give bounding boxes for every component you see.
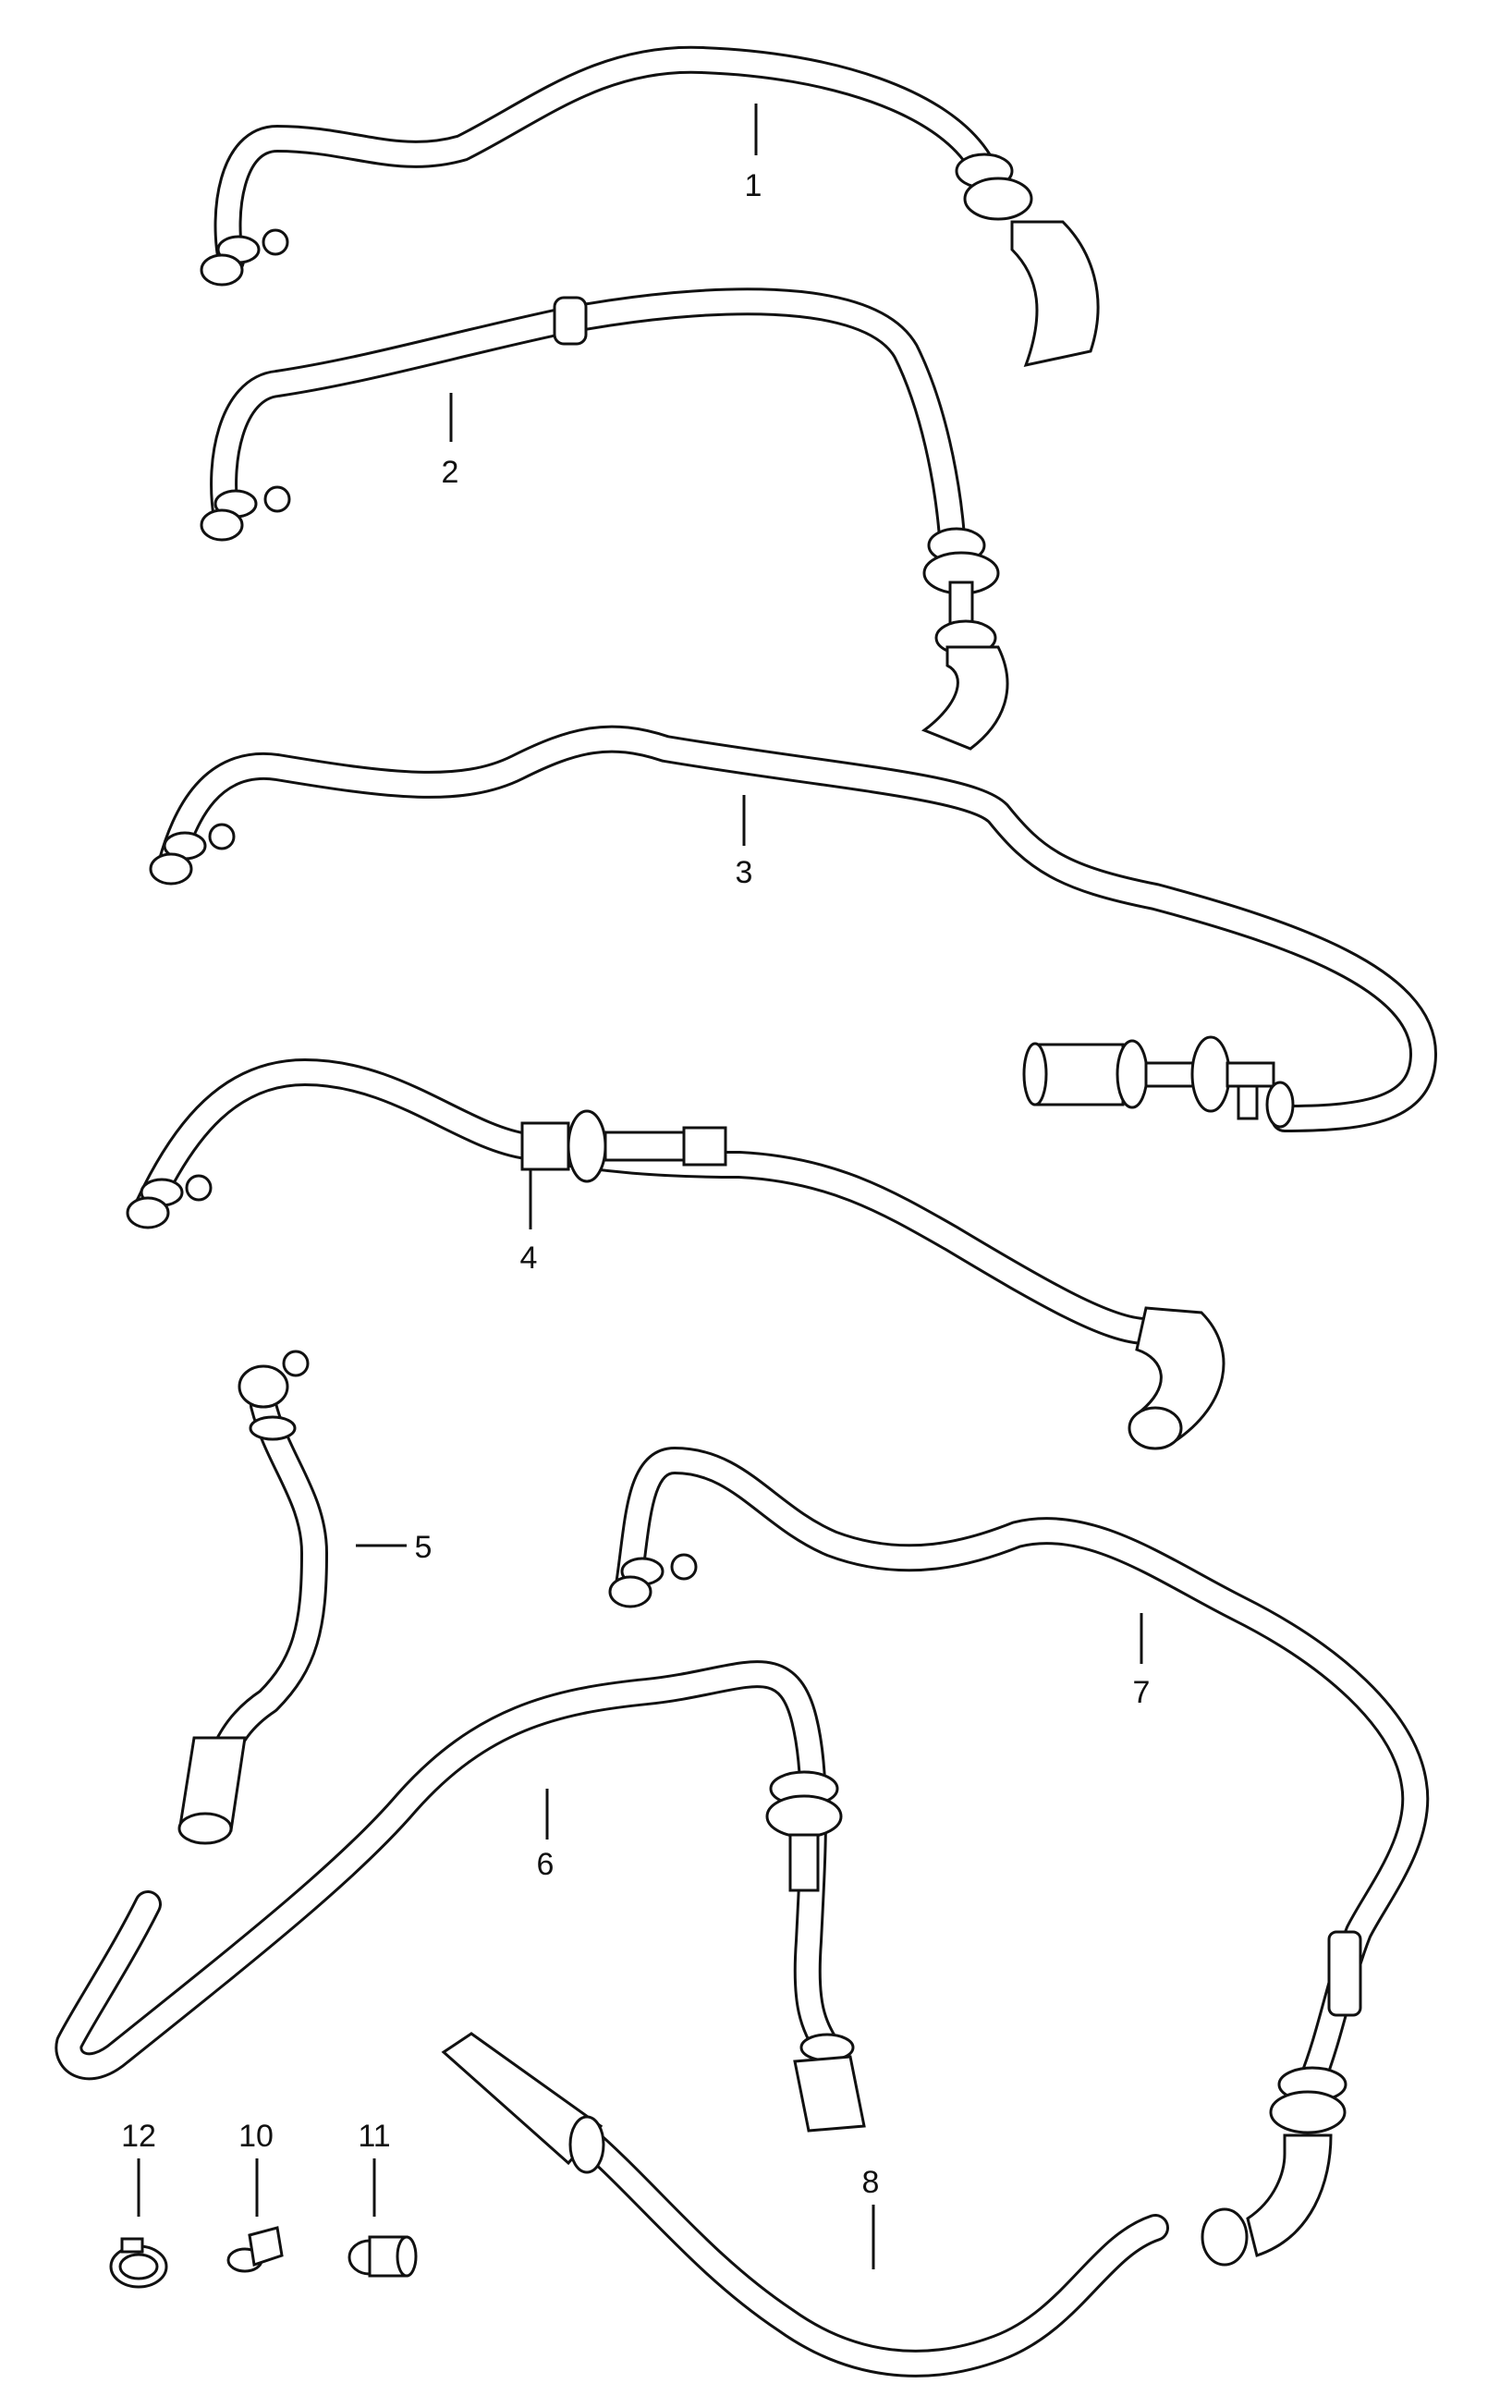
hose-part-5 <box>177 1350 328 1845</box>
callout-6: 6 <box>537 1847 555 1882</box>
callout-2: 2 <box>442 455 459 490</box>
hose-part-3 <box>149 725 1437 1132</box>
hose-part-6 <box>55 1660 866 2133</box>
callout-7: 7 <box>1133 1675 1151 1710</box>
clamp-part-12 <box>109 2237 168 2289</box>
callout-4: 4 <box>520 1241 538 1276</box>
callout-11: 11 <box>358 2119 390 2154</box>
callout-5: 5 <box>415 1530 433 1565</box>
sleeve-part-11 <box>348 2235 418 2278</box>
hose-part-4 <box>126 1058 1225 1450</box>
callout-12: 12 <box>121 2119 156 2154</box>
hose-part-8 <box>441 2032 1169 2377</box>
hose-part-1 <box>200 45 1100 368</box>
callout-10: 10 <box>238 2119 274 2154</box>
callout-1: 1 <box>745 168 762 203</box>
hose-part-7 <box>608 1447 1430 2267</box>
callout-3: 3 <box>736 855 753 890</box>
hose-part-2 <box>200 287 1009 751</box>
callout-8: 8 <box>862 2165 880 2200</box>
grommet-part-10 <box>226 2226 284 2273</box>
